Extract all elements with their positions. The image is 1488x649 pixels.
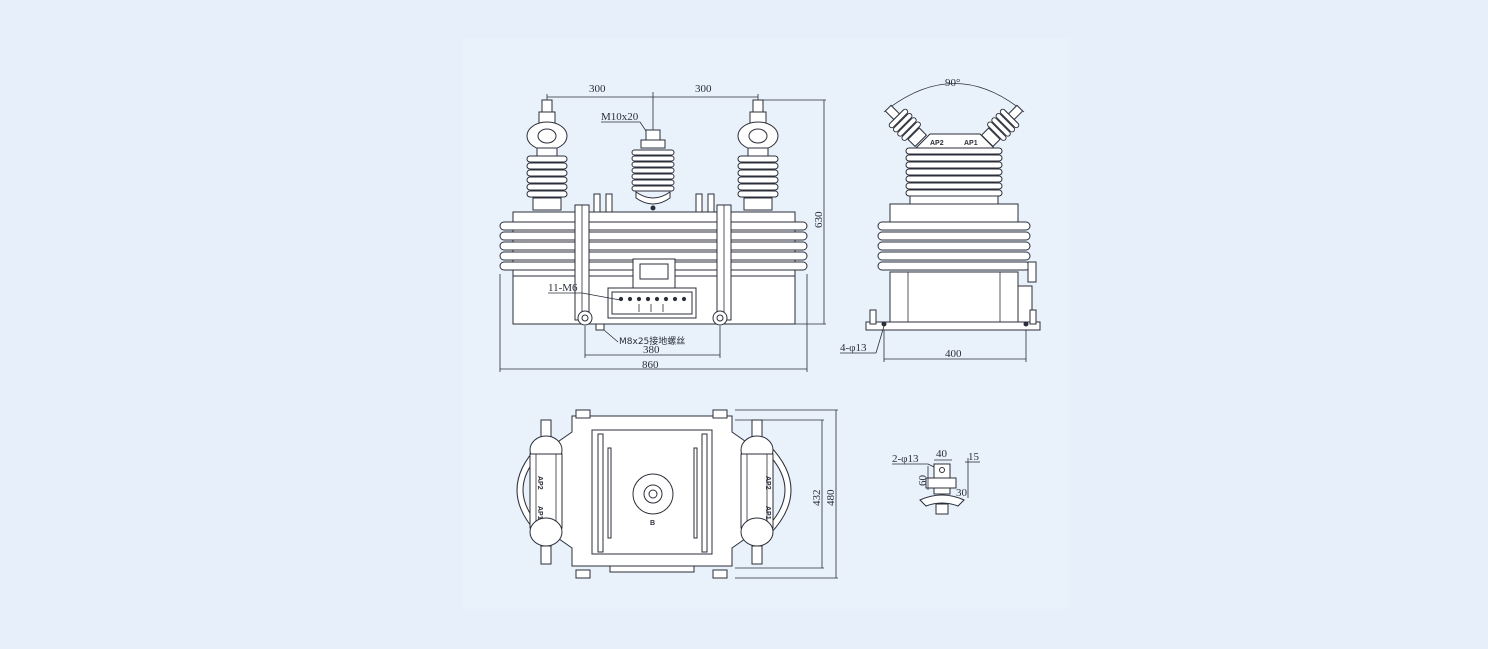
main-body [499,193,808,331]
top-view: B AP2 AP1 [516,409,838,579]
detail-view: 2-φ13 40 15 60 30 [892,448,980,515]
side-view: 90° AP2 AP1 [840,77,1041,362]
side-lower-fins [877,203,1031,271]
angle-label: 90° [945,77,960,89]
top-center-label: B [650,520,655,527]
detail-dim-60: 60 [917,475,929,487]
detail-dim-15: 15 [968,451,980,463]
dim-300-left: 300 [589,83,606,95]
top-right-bushings: AP2 AP1 [740,419,774,565]
detail-hole-label: 2-φ13 [892,453,919,465]
top-left-bushings: AP2 AP1 [529,419,563,565]
side-ap2-label: AP2 [930,140,944,147]
dim-630: 630 [813,211,825,228]
thread-label: M10x20 [601,111,639,123]
front-view: 300 300 M10x20 630 [499,83,826,372]
top-right-ap1: AP1 [764,506,771,520]
side-ap1-label: AP1 [964,140,978,147]
side-dim-400: 400 [945,348,962,360]
detail-dim-30: 30 [956,487,968,499]
top-left-ap2: AP2 [536,476,543,490]
left-bushing [526,99,568,211]
ground-label: M8x25接地螺丝 [619,335,685,347]
top-dim-432: 432 [811,490,823,507]
top-left-ap1: AP1 [536,506,543,520]
top-dim-480: 480 [825,489,837,506]
side-upper-fins [905,147,1003,207]
side-hole-label: 4-φ13 [840,342,867,354]
top-right-ap2: AP2 [764,476,771,490]
dim-860: 860 [642,359,659,371]
terminal-label: 11-M6 [548,282,578,294]
side-left-bushing [884,104,928,148]
detail-dim-40: 40 [936,448,948,460]
terminal-studs [618,296,687,312]
dim-380: 380 [643,344,660,356]
center-insulator [631,129,675,211]
right-bushing [737,99,779,211]
dim-300-right: 300 [695,83,712,95]
